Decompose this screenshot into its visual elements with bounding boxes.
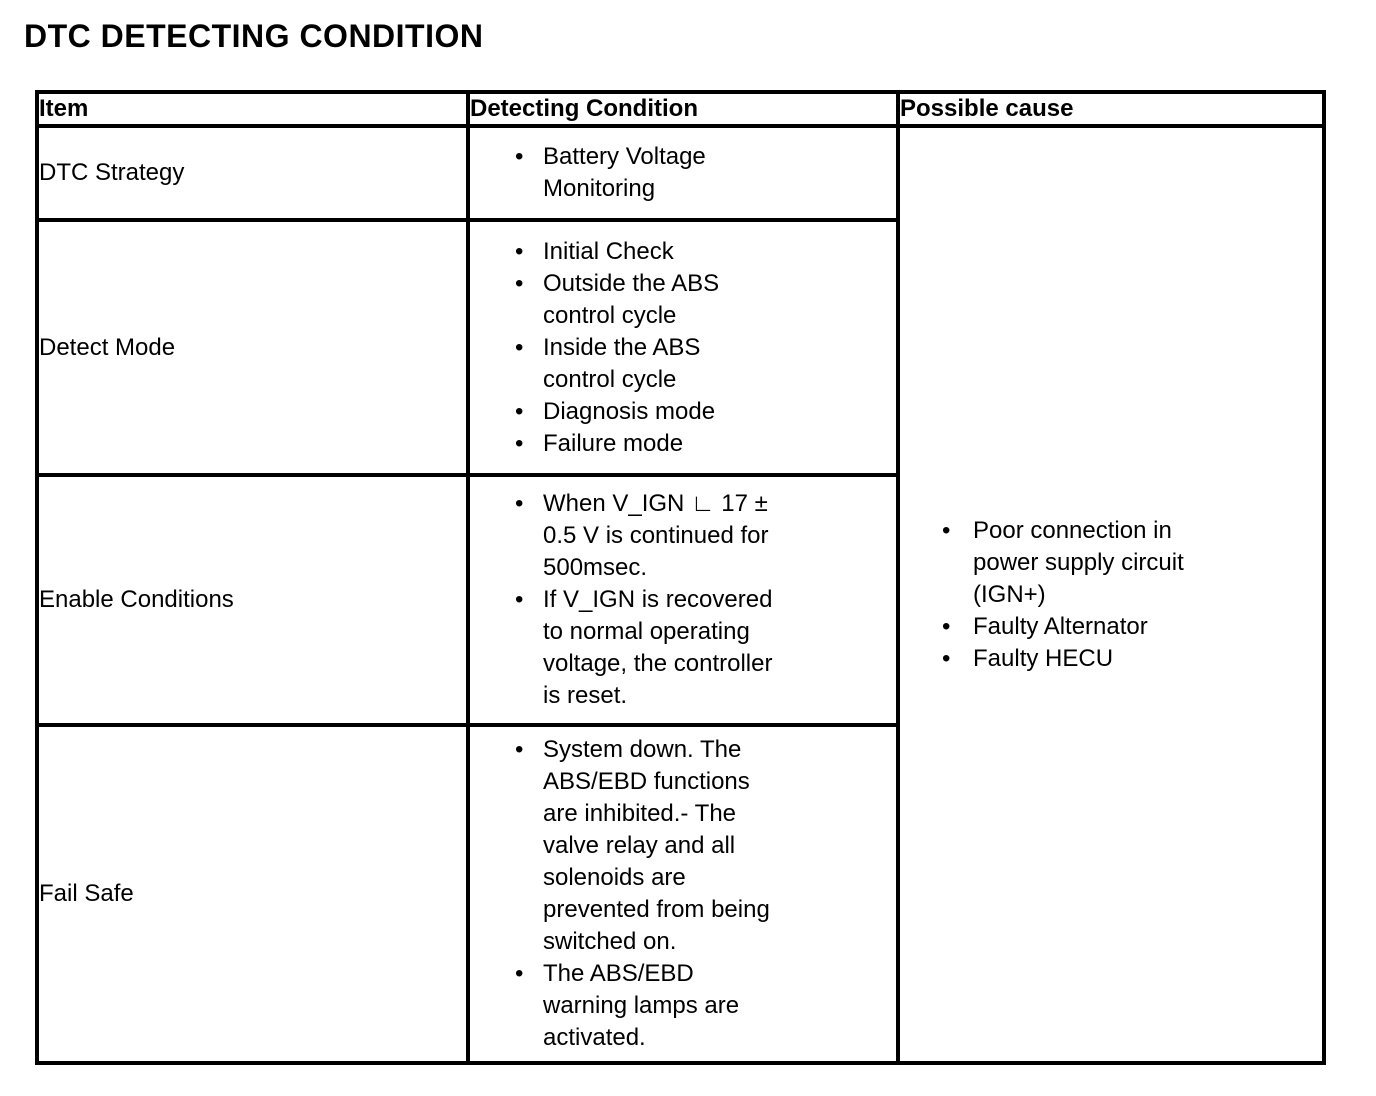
- bullet-icon: •: [515, 143, 524, 170]
- condition-cell-dtc-strategy: • Battery Voltage Monitoring: [466, 124, 900, 222]
- table-row-enable-conditions: Enable Conditions • When V_IGN ∟ 17 ± 0.…: [35, 473, 1324, 727]
- condition-text: The ABS/EBD warning lamps are activated.: [543, 960, 740, 1051]
- list-item: • The ABS/EBD warning lamps are activate…: [515, 958, 888, 1054]
- item-cell-fail-safe: Fail Safe: [35, 723, 470, 1065]
- condition-cell-detect-mode: • Initial Check • Outside the ABS contro…: [466, 218, 900, 477]
- column-header-item: Item: [35, 90, 470, 128]
- condition-cell-fail-safe: • System down. The ABS/EBD functions are…: [466, 723, 900, 1065]
- list-item: • Diagnosis mode: [515, 396, 888, 428]
- condition-text: Battery Voltage Monitoring: [543, 143, 706, 202]
- possible-cause-text: Faulty Alternator: [973, 612, 1148, 640]
- bullet-icon: •: [515, 333, 524, 361]
- condition-text: When V_IGN ∟ 17 ± 0.5 V is continued for…: [543, 490, 769, 581]
- possible-cause-cell: • Poor connection in power supply circui…: [896, 124, 1326, 1065]
- item-cell-enable-conditions: Enable Conditions: [35, 473, 470, 727]
- list-item: • Faulty HECU: [942, 643, 1314, 675]
- column-header-detecting-condition: Detecting Condition: [466, 90, 900, 128]
- bullet-icon: •: [515, 736, 524, 763]
- list-item: • Faulty Alternator: [942, 611, 1314, 643]
- dtc-detecting-condition-table: Item Detecting Condition Possible cause …: [35, 90, 1326, 1065]
- possible-cause-text: Faulty HECU: [973, 644, 1114, 672]
- item-cell-dtc-strategy: DTC Strategy: [35, 124, 470, 222]
- condition-text: System down. The ABS/EBD functions are i…: [543, 736, 770, 955]
- condition-text: Outside the ABS control cycle: [543, 269, 720, 329]
- list-item: • Outside the ABS control cycle: [515, 268, 888, 332]
- list-item: • When V_IGN ∟ 17 ± 0.5 V is continued f…: [515, 488, 888, 584]
- condition-cell-enable-conditions: • When V_IGN ∟ 17 ± 0.5 V is continued f…: [466, 473, 900, 727]
- bullet-icon: •: [515, 269, 524, 297]
- possible-cause-text: Poor connection in power supply circuit …: [973, 516, 1184, 608]
- bullet-icon: •: [942, 612, 951, 640]
- page-title: DTC DETECTING CONDITION: [24, 18, 484, 54]
- list-item: • Poor connection in power supply circui…: [942, 515, 1314, 611]
- bullet-icon: •: [515, 237, 524, 265]
- list-item: • Failure mode: [515, 428, 888, 460]
- condition-text: Inside the ABS control cycle: [543, 333, 701, 393]
- table-row-detect-mode: Detect Mode • Initial Check • Outside th…: [35, 218, 1324, 477]
- list-item: • Initial Check: [515, 236, 888, 268]
- list-item: • Inside the ABS control cycle: [515, 332, 888, 396]
- bullet-icon: •: [515, 960, 524, 987]
- table-row-fail-safe: Fail Safe • System down. The ABS/EBD fun…: [35, 723, 1324, 1065]
- condition-text: Initial Check: [543, 237, 674, 265]
- list-item: • If V_IGN is recovered to normal operat…: [515, 584, 888, 712]
- condition-text: If V_IGN is recovered to normal operatin…: [543, 586, 773, 709]
- table-header-row: Item Detecting Condition Possible cause: [35, 90, 1326, 128]
- item-cell-detect-mode: Detect Mode: [35, 218, 470, 477]
- condition-text: Diagnosis mode: [543, 397, 716, 425]
- list-item: • System down. The ABS/EBD functions are…: [515, 734, 888, 958]
- list-item: • Battery Voltage Monitoring: [515, 141, 888, 205]
- bullet-icon: •: [515, 490, 524, 517]
- bullet-icon: •: [942, 516, 951, 544]
- condition-text: Failure mode: [543, 429, 684, 457]
- bullet-icon: •: [515, 397, 524, 425]
- bullet-icon: •: [515, 429, 524, 457]
- table-row-dtc-strategy: DTC Strategy • Battery Voltage Monitorin…: [35, 124, 1326, 1065]
- bullet-icon: •: [515, 586, 524, 613]
- column-header-possible-cause: Possible cause: [896, 90, 1326, 128]
- bullet-icon: •: [942, 644, 951, 672]
